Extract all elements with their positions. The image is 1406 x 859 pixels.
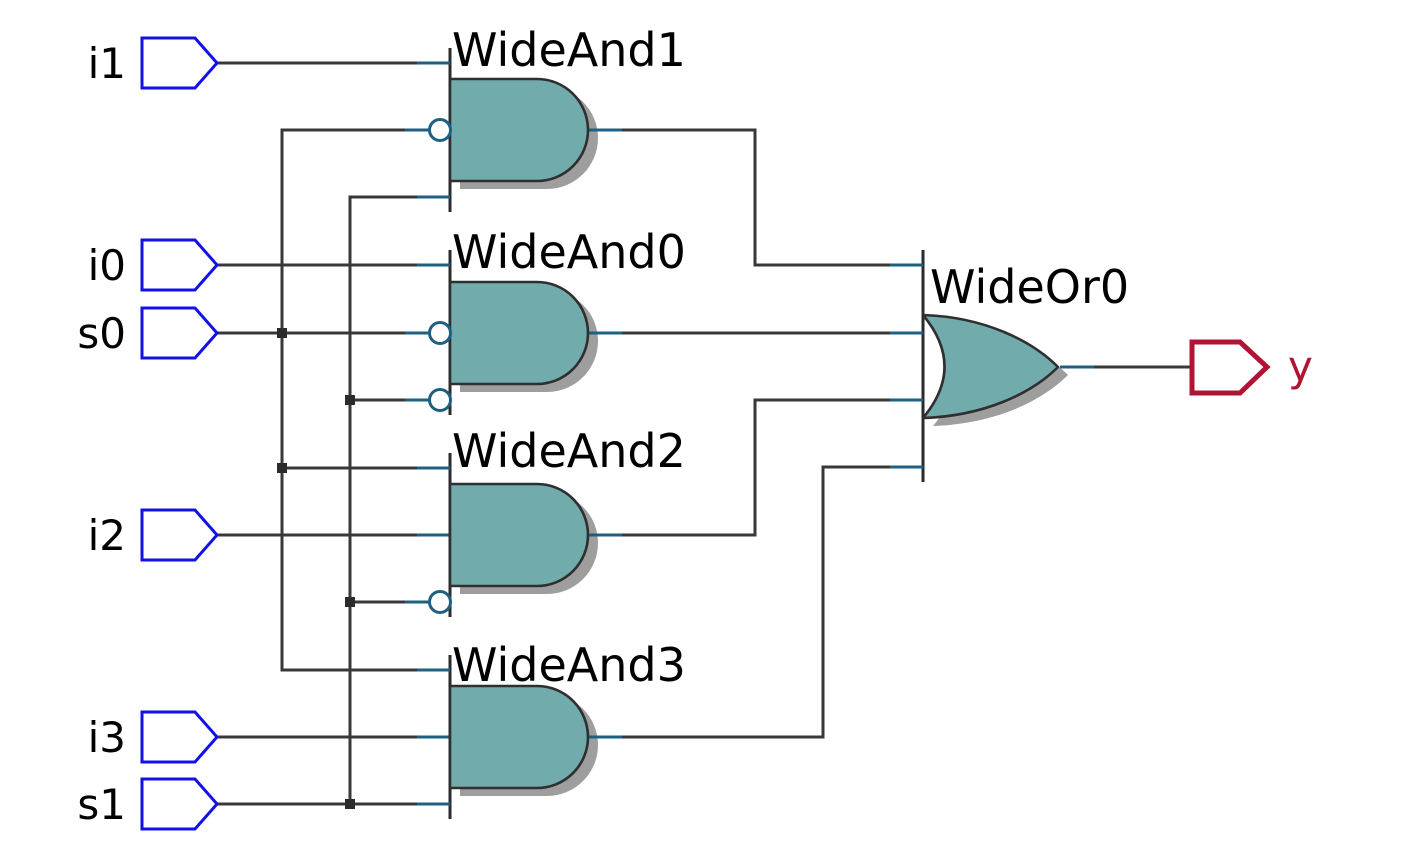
input-port-label-s0: s0 <box>77 309 126 358</box>
junction-dot <box>345 597 355 607</box>
gate-wideand2: WideAnd2 <box>405 424 686 617</box>
input-port-s0[interactable] <box>140 306 219 360</box>
input-port-label-i3: i3 <box>88 713 126 762</box>
gate-label: WideAnd2 <box>452 424 686 478</box>
gate-wideand3: WideAnd3 <box>417 638 686 819</box>
input-port-label-i0: i0 <box>88 241 126 290</box>
input-ports: i1 i0 s0 i2 i3 s1 <box>77 36 219 831</box>
wire-and1-to-or[interactable] <box>588 128 923 267</box>
input-port-i3[interactable] <box>140 710 219 764</box>
gate-label: WideAnd3 <box>452 638 686 692</box>
output-port-group: y <box>1189 339 1313 396</box>
inversion-bubble <box>428 590 452 614</box>
gate-label: WideAnd0 <box>452 225 686 279</box>
wires <box>216 61 1192 806</box>
junction-dot <box>277 328 287 338</box>
input-port-label-i1: i1 <box>88 39 126 88</box>
and-gate-body[interactable] <box>448 77 590 183</box>
junction-dot <box>345 799 355 809</box>
input-port-s1[interactable] <box>140 777 219 831</box>
wire-and2-to-or[interactable] <box>588 398 923 537</box>
junction-dot <box>277 463 287 473</box>
pin-stubs <box>405 466 622 604</box>
output-port-y[interactable] <box>1189 339 1271 396</box>
bus-s1-vertical[interactable] <box>348 195 450 804</box>
or-gate-body[interactable] <box>921 313 1060 420</box>
and-gate-body[interactable] <box>448 482 590 588</box>
gate-label: WideAnd1 <box>452 23 686 77</box>
gate-wideand0: WideAnd0 <box>405 225 686 415</box>
gate-wideor0: WideOr0 <box>890 250 1129 482</box>
input-port-label-s1: s1 <box>77 780 126 829</box>
inversion-bubble <box>428 321 452 345</box>
input-port-i2[interactable] <box>140 508 219 562</box>
inversion-bubble <box>428 388 452 412</box>
pin-stubs <box>405 61 622 199</box>
pin-stubs <box>405 263 622 402</box>
gate-wideand1: WideAnd1 <box>405 23 686 212</box>
junction-dots <box>277 328 355 809</box>
bus-s0-vertical[interactable] <box>280 128 450 672</box>
and-gate-body[interactable] <box>448 684 590 790</box>
pin-stubs <box>890 263 1094 469</box>
output-port-label-y: y <box>1288 342 1313 391</box>
input-port-label-i2: i2 <box>88 511 126 560</box>
inversion-bubble <box>428 118 452 142</box>
junction-dot <box>345 395 355 405</box>
wire-and3-to-or[interactable] <box>588 465 923 739</box>
input-port-i1[interactable] <box>140 36 219 90</box>
gate-label: WideOr0 <box>930 260 1129 314</box>
pin-stubs <box>417 668 622 806</box>
and-gate-body[interactable] <box>448 280 590 386</box>
input-port-i0[interactable] <box>140 238 219 292</box>
